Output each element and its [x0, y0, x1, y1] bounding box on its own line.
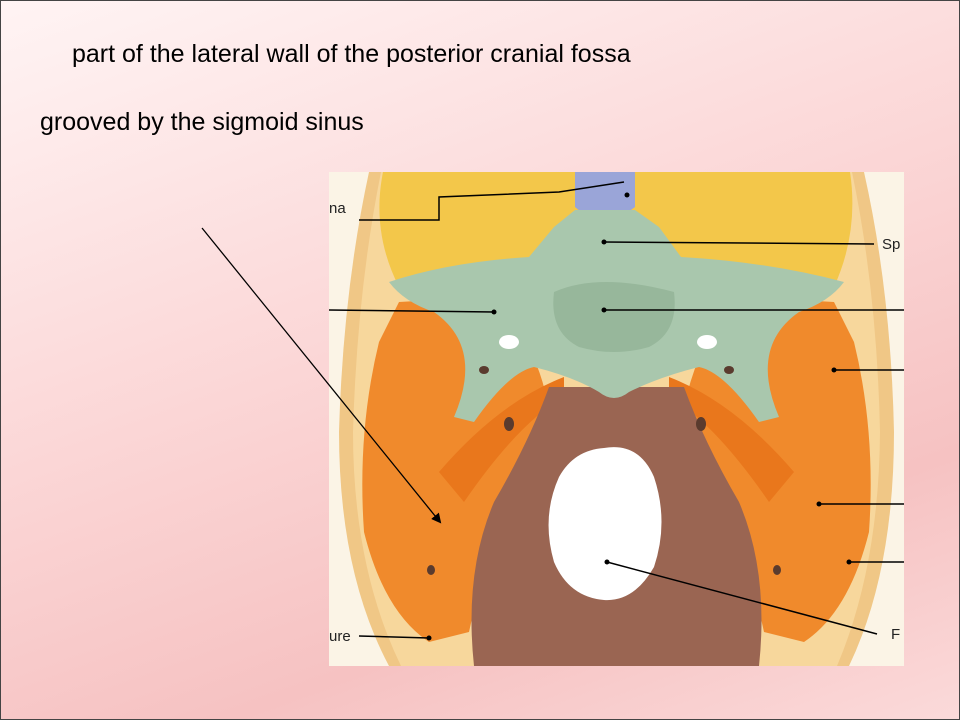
skull-base-illustration [329, 172, 904, 666]
leader-dot-right-mid [601, 307, 607, 313]
foramen-left [499, 335, 519, 349]
foramen-right [697, 335, 717, 349]
label-fragment-right-top: Sp [882, 236, 901, 253]
leader-dot-right-3 [816, 501, 822, 507]
slide-text-line-1: part of the lateral wall of the posterio… [72, 40, 631, 68]
leader-dot-top-left [624, 192, 630, 198]
foramen-magnum [548, 447, 662, 601]
leader-line-bottom-left [358, 635, 430, 639]
foramen-ovale-right [724, 366, 734, 374]
leader-line-top-left [359, 181, 625, 221]
ethmoid-bone [575, 172, 635, 218]
skull-base-figure: na Sp ure F [329, 172, 904, 666]
slide-text-line-2: grooved by the sigmoid sinus [40, 108, 364, 136]
sella-turcica [553, 282, 675, 352]
leader-line-foramen [606, 561, 878, 635]
foramen-ovale-left [479, 366, 489, 374]
label-fragment-right-bottom: F [891, 626, 901, 643]
leader-dot-right-2 [831, 367, 837, 373]
label-fragment-top-left: na [329, 200, 346, 217]
leader-dot-foramen [604, 559, 610, 565]
leader-dot-bottom-left [426, 635, 432, 641]
jugular-foramen-right [696, 417, 706, 431]
leader-dot-right-top [601, 239, 607, 245]
leader-dot-left-mid [491, 309, 497, 315]
leader-line-right-top [603, 241, 875, 245]
pointer-arrow-line [201, 227, 442, 524]
petrous-ridge-right [669, 377, 794, 502]
petrous-ridge-left [439, 377, 564, 502]
leader-dot-right-4 [846, 559, 852, 565]
leader-line-left-mid [329, 309, 495, 313]
mastoid-foramen-left [427, 565, 435, 575]
label-fragment-bottom-left: ure [329, 628, 351, 645]
jugular-foramen-left [504, 417, 514, 431]
mastoid-foramen-right [773, 565, 781, 575]
